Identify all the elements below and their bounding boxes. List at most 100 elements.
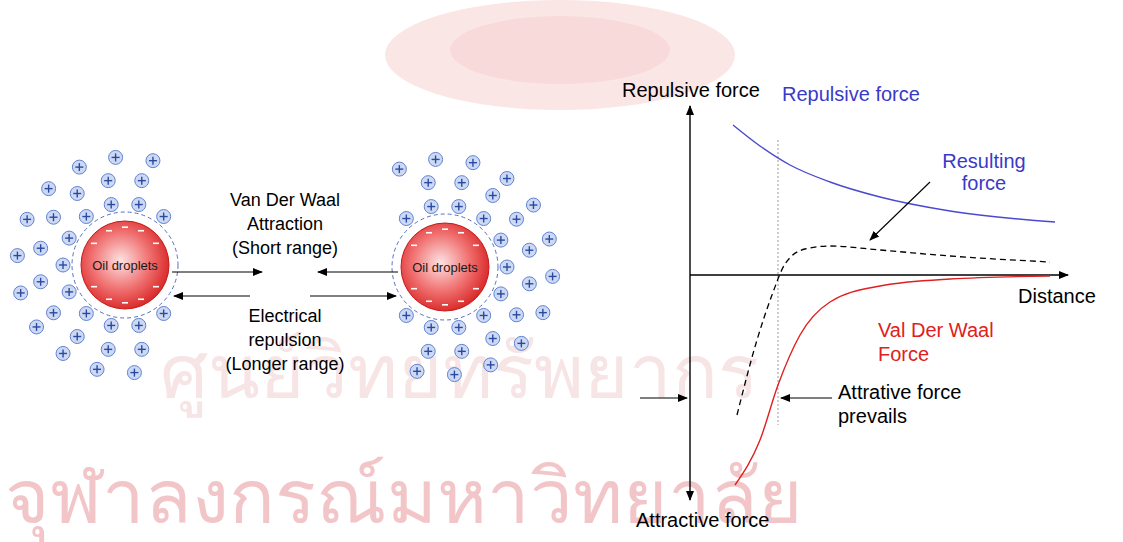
- range-arrow: [781, 397, 832, 398]
- positive-ion: [146, 154, 160, 168]
- positive-ion: [20, 212, 34, 226]
- axis-label: Attractive force: [636, 508, 769, 532]
- positive-ion: [429, 152, 443, 166]
- curve-label: Repulsive force: [782, 82, 920, 106]
- positive-ion: [500, 260, 514, 274]
- positive-ion: [132, 198, 146, 212]
- positive-ion: [514, 336, 528, 350]
- curve-label: Resulting force: [932, 150, 1036, 194]
- positive-ion: [127, 366, 141, 380]
- positive-ion: [157, 306, 171, 320]
- negative-charge: [442, 304, 448, 306]
- positive-ion: [522, 243, 536, 257]
- double-layer-boundary: [392, 214, 498, 320]
- positive-ion: [510, 308, 524, 322]
- positive-ion: [135, 342, 149, 356]
- leader-arrow: [870, 182, 930, 240]
- positive-ion: [56, 258, 70, 272]
- positive-ion: [132, 318, 146, 332]
- positive-ion: [79, 210, 93, 224]
- negative-charge: [473, 245, 479, 247]
- negative-charge: [426, 232, 432, 234]
- positive-ion: [104, 198, 118, 212]
- positive-ion: [79, 306, 93, 320]
- positive-ion: [410, 364, 424, 378]
- positive-ion: [447, 368, 461, 382]
- negative-charge: [153, 286, 159, 288]
- positive-ion: [536, 306, 550, 320]
- axis-label: Repulsive force: [622, 78, 760, 102]
- positive-ion: [104, 318, 118, 332]
- positive-ion: [500, 172, 514, 186]
- negative-charge: [411, 245, 417, 247]
- positive-ion: [46, 210, 60, 224]
- positive-ion: [101, 342, 115, 356]
- positive-ion: [542, 232, 556, 246]
- positive-ion: [157, 210, 171, 224]
- positive-ion: [399, 212, 413, 226]
- curve-label: Val Der Waal Force: [878, 318, 1008, 366]
- positive-ion: [56, 346, 70, 360]
- positive-ion: [526, 198, 540, 212]
- positive-ion: [62, 231, 76, 245]
- force-arrow: [318, 271, 398, 272]
- y-axis: [689, 106, 690, 500]
- region-label: Attrative force prevails: [838, 380, 988, 428]
- negative-charge: [91, 286, 97, 288]
- droplet-label: Oil droplets: [412, 260, 478, 275]
- positive-ion: [452, 200, 466, 214]
- negative-charge: [153, 243, 159, 245]
- positive-ion: [46, 306, 60, 320]
- positive-ion: [30, 320, 44, 334]
- positive-ion: [34, 275, 48, 289]
- negative-charge: [458, 300, 464, 302]
- force-arrow: [174, 295, 250, 296]
- positive-ion: [421, 176, 435, 190]
- axis-label: Distance: [1018, 284, 1096, 308]
- negative-charge: [473, 288, 479, 290]
- negative-charge: [458, 232, 464, 234]
- negative-charge: [138, 298, 144, 300]
- droplet-label: Oil droplets: [92, 258, 158, 273]
- van-der-waals-curve: [735, 276, 1050, 485]
- negative-charge: [91, 243, 97, 245]
- positive-ion: [424, 320, 438, 334]
- force-label: Electrical repulsion (Longer range): [215, 304, 355, 376]
- positive-ion: [522, 277, 536, 291]
- negative-charge: [106, 298, 112, 300]
- positive-ion: [135, 174, 149, 188]
- x-axis: [690, 274, 1068, 275]
- positive-ion: [72, 160, 86, 174]
- positive-ion: [494, 233, 508, 247]
- double-layer-boundary: [72, 212, 178, 318]
- positive-ion: [455, 344, 469, 358]
- positive-ion: [510, 212, 524, 226]
- positive-ion: [494, 287, 508, 301]
- range-arrow: [640, 397, 687, 398]
- force-arrow: [172, 271, 262, 272]
- negative-charge: [122, 302, 128, 304]
- droplet-body: [81, 221, 169, 309]
- force-label: Van Der Waal Attraction (Short range): [220, 188, 350, 260]
- negative-charge: [106, 230, 112, 232]
- positive-ion: [486, 188, 500, 202]
- force-arrow: [310, 295, 396, 296]
- positive-ion: [90, 362, 104, 376]
- positive-ion: [42, 182, 56, 196]
- positive-ion: [421, 344, 435, 358]
- positive-ion: [62, 285, 76, 299]
- positive-ion: [452, 320, 466, 334]
- positive-ion: [101, 174, 115, 188]
- positive-ion: [424, 200, 438, 214]
- positive-ion: [14, 286, 28, 300]
- ion-cloud: [10, 150, 559, 381]
- repulsive-curve: [733, 125, 1055, 222]
- negative-charge: [426, 300, 432, 302]
- positive-ion: [10, 249, 24, 263]
- positive-ion: [34, 241, 48, 255]
- droplet-body: [401, 223, 489, 311]
- positive-ion: [477, 212, 491, 226]
